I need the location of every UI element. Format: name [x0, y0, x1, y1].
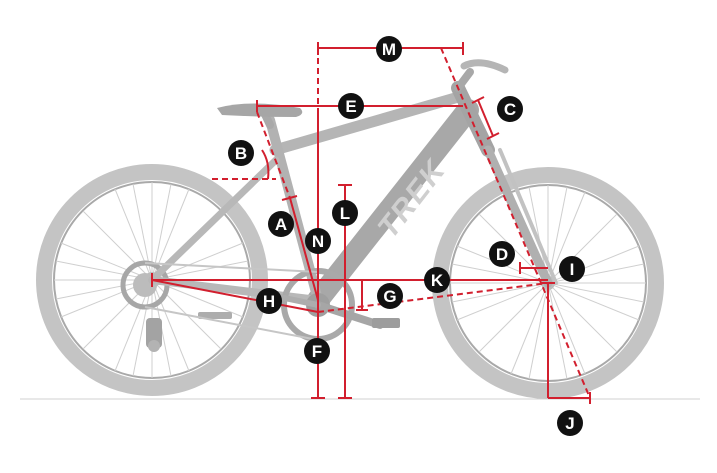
marker-n: N [305, 228, 331, 254]
chain [144, 262, 319, 341]
marker-e: E [338, 93, 364, 119]
svg-text:I: I [570, 260, 575, 279]
marker-m: M [376, 36, 402, 62]
svg-text:M: M [382, 40, 396, 59]
svg-text:N: N [312, 232, 324, 251]
svg-text:E: E [345, 97, 356, 116]
marker-j: J [557, 410, 583, 436]
marker-d: D [489, 241, 515, 267]
marker-f: F [304, 338, 330, 364]
svg-text:G: G [383, 287, 396, 306]
svg-text:A: A [275, 215, 287, 234]
svg-text:J: J [565, 414, 574, 433]
marker-a: A [268, 211, 294, 237]
rear-derailleur [146, 318, 162, 352]
marker-l: L [332, 200, 358, 226]
svg-text:H: H [263, 292, 275, 311]
svg-text:D: D [496, 245, 508, 264]
marker-h: H [256, 288, 282, 314]
marker-i: I [559, 256, 585, 282]
svg-text:F: F [312, 342, 322, 361]
svg-text:B: B [235, 144, 247, 163]
marker-b: B [228, 140, 254, 166]
svg-text:L: L [340, 204, 350, 223]
marker-g: G [377, 283, 403, 309]
svg-text:K: K [431, 271, 444, 290]
marker-c: C [497, 96, 523, 122]
svg-text:C: C [504, 100, 516, 119]
marker-k: K [424, 267, 450, 293]
